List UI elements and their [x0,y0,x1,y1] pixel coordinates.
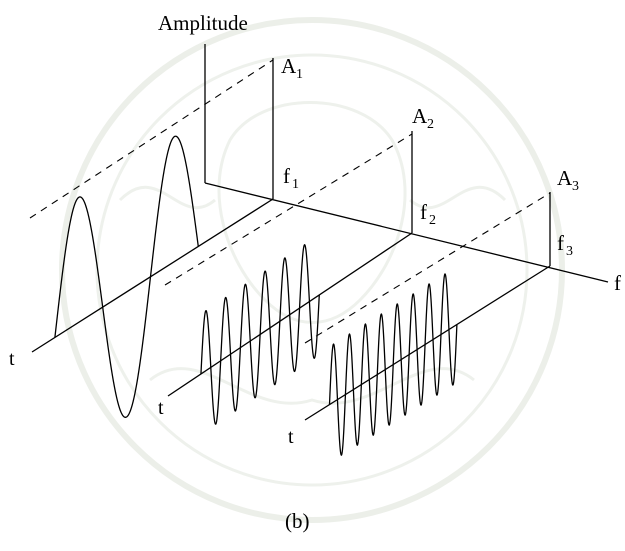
frequency-marker-letter: f [420,200,427,224]
amplitude-axis-label: Amplitude [158,11,248,35]
amplitude-marker-1: A 1 [281,54,303,82]
envelope-dashed-line-3 [304,192,551,344]
frequency-marker-1: f 1 [283,164,299,192]
sine-wave-low-frequency [54,135,199,418]
amplitude-marker-letter: A [281,54,297,78]
time-axis-1 [31,198,274,353]
time-label-2: t [158,397,164,419]
frequency-marker-subscript: 2 [429,213,436,228]
frequency-axis-end-label: f [614,271,621,295]
amplitude-marker-subscript: 2 [427,117,434,132]
frequency-marker-3: f 3 [557,231,573,259]
amplitude-marker-subscript: 3 [572,179,579,194]
amplitude-marker-letter: A [557,166,573,190]
amplitude-marker-3: A 3 [557,166,579,194]
seal-watermark [59,17,565,523]
envelope-dashed-line-1 [29,59,274,219]
amplitude-marker-2: A 2 [412,104,434,132]
sine-wave-mid-frequency [200,244,320,425]
sine-wave-high-frequency [328,273,458,457]
frequency-marker-letter: f [283,164,290,188]
frequency-marker-subscript: 3 [566,244,573,259]
frequency-marker-subscript: 1 [292,177,299,192]
frequency-marker-2: f 2 [420,200,436,228]
time-label-1: t [9,348,15,370]
figure-caption: (b) [285,509,310,533]
time-label-3: t [288,426,294,448]
frequency-marker-letter: f [557,231,564,255]
amplitude-marker-subscript: 1 [296,67,303,82]
amplitude-marker-letter: A [412,104,428,128]
envelope-dashed-line-2 [164,133,413,286]
